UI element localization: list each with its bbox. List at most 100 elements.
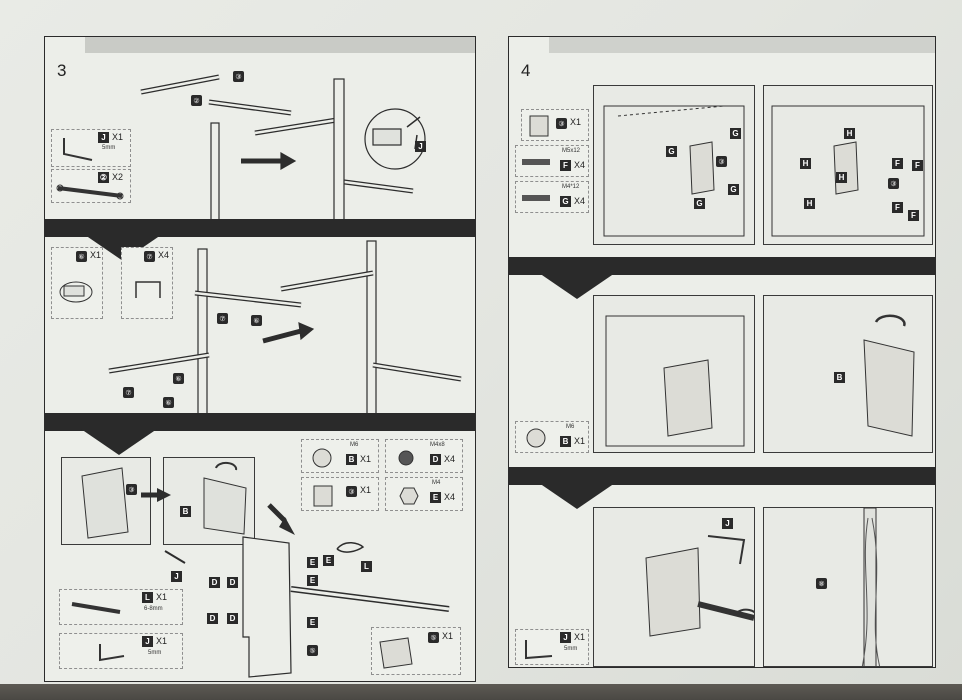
callout-j: J	[171, 571, 182, 582]
step-3c-detail-right: B	[163, 457, 255, 545]
part-code: B	[346, 454, 357, 465]
part-box-m5x12: M5x12 F X4	[515, 145, 589, 177]
section-chevron	[81, 429, 157, 455]
part-qty: X1	[112, 132, 124, 142]
part-box-arm: ② X2	[51, 169, 131, 203]
part-size: M4*12	[562, 184, 580, 190]
callout-7: ⑦	[217, 313, 228, 324]
section-divider	[509, 257, 935, 275]
tool-box-hex-key: J X1 5mm	[59, 633, 183, 669]
tool-qty: X1	[156, 636, 168, 646]
part-qty: X2	[112, 172, 124, 182]
callout-g: G	[730, 128, 741, 139]
part-box-plate: ③ X1	[301, 477, 379, 511]
callout-8: ⑧	[816, 578, 827, 589]
tool-size: 5mm	[148, 650, 162, 656]
callout-6: ⑥	[251, 315, 262, 326]
part-qty: X1	[570, 117, 582, 127]
part-code: J	[560, 632, 571, 643]
section-chevron	[539, 483, 615, 509]
callout-g: G	[728, 184, 739, 195]
callout-e: E	[307, 575, 318, 586]
tool-code: L	[142, 592, 153, 603]
part-qty: X1	[360, 454, 372, 464]
callout-b: B	[834, 372, 845, 383]
callout-3: ③	[888, 178, 899, 189]
part-size: M6	[566, 424, 575, 430]
part-qty: X4	[444, 492, 456, 502]
callout-e: E	[307, 557, 318, 568]
part-box-m4x8: M4x8 D X4	[385, 439, 463, 473]
part-code: B	[560, 436, 571, 447]
part-code: ⑥	[76, 251, 87, 262]
callout-d: D	[207, 613, 218, 624]
part-code: ③	[346, 486, 357, 497]
step-4c-tighten: J	[593, 507, 755, 667]
step-3c-arrows	[141, 488, 295, 535]
step-4b-bracket: B	[763, 295, 933, 453]
part-box-clamp: ⑥ X1	[51, 247, 103, 319]
callout-d: D	[227, 577, 238, 588]
callout-f: F	[892, 158, 903, 169]
monitor-plate-icon	[605, 315, 745, 447]
callout-h: H	[836, 172, 847, 183]
part-size: M6	[350, 442, 359, 448]
part-box-m6: M6 B X1	[301, 439, 379, 473]
part-qty: X4	[158, 250, 170, 260]
part-box-hex-key: J X1 5mm	[515, 629, 589, 665]
part-box-m6: M6 B X1	[515, 421, 589, 453]
tool-qty: X1	[156, 592, 168, 602]
cable-management-icon	[861, 508, 881, 666]
part-qty: X4	[574, 196, 586, 206]
part-qty: X4	[444, 454, 456, 464]
callout-d: D	[227, 613, 238, 624]
callout-b: B	[180, 506, 191, 517]
hex-key-icon	[63, 138, 93, 161]
wrench-icon	[71, 602, 121, 614]
tool-code: J	[142, 636, 153, 647]
part-box-plate: ③ X1	[521, 109, 589, 141]
tighten-icon	[645, 535, 754, 637]
cap-nut-icon	[312, 448, 332, 468]
part-box-m4-nut: M4 E X4	[385, 477, 463, 511]
bracket-mount-icon	[863, 314, 915, 437]
callout-3: ③	[126, 484, 137, 495]
part-code: D	[430, 454, 441, 465]
callout-j: J	[415, 141, 426, 152]
section-chevron	[539, 273, 615, 299]
section-divider	[509, 467, 935, 485]
cable-cover-icon	[379, 637, 413, 669]
tool-code: ⑤	[428, 632, 439, 643]
callout-3: ③	[233, 71, 244, 82]
vesa-plate-icon	[81, 467, 129, 539]
hex-key-icon	[99, 644, 125, 662]
step-4b-monitor-plate	[593, 295, 755, 453]
step-4-number: 4	[521, 61, 531, 80]
tool-size: 6-8mm	[144, 606, 163, 612]
part-code: ⑦	[144, 251, 155, 262]
part-size: 5mm	[564, 646, 578, 652]
callout-h: H	[800, 158, 811, 169]
monitor-back-icon	[771, 105, 925, 237]
part-box-hex-key: J X1 5mm	[51, 129, 131, 167]
screw-icon	[522, 195, 550, 201]
part-code: ③	[556, 118, 567, 129]
part-qty: X1	[574, 436, 586, 446]
screw-icon	[522, 159, 550, 165]
step-3-panel: 3 J X1 5mm ② X2	[44, 36, 476, 682]
part-code: G	[560, 196, 571, 207]
step-3c-assembly	[164, 536, 450, 678]
cap-nut-icon	[526, 428, 546, 448]
callout-j: J	[722, 518, 733, 529]
monitor-back-icon	[603, 105, 745, 237]
tool-qty: X1	[442, 631, 454, 641]
callout-g: G	[666, 146, 677, 157]
part-box-cable-clip: ⑦ X4	[121, 247, 173, 319]
part-code: ②	[98, 172, 109, 183]
part-code: E	[430, 492, 441, 503]
arm-icon	[56, 184, 124, 200]
tool-box-wrench: L X1 6-8mm	[59, 589, 183, 625]
part-size: M5x12	[562, 148, 581, 154]
step-3-number: 3	[57, 61, 67, 80]
